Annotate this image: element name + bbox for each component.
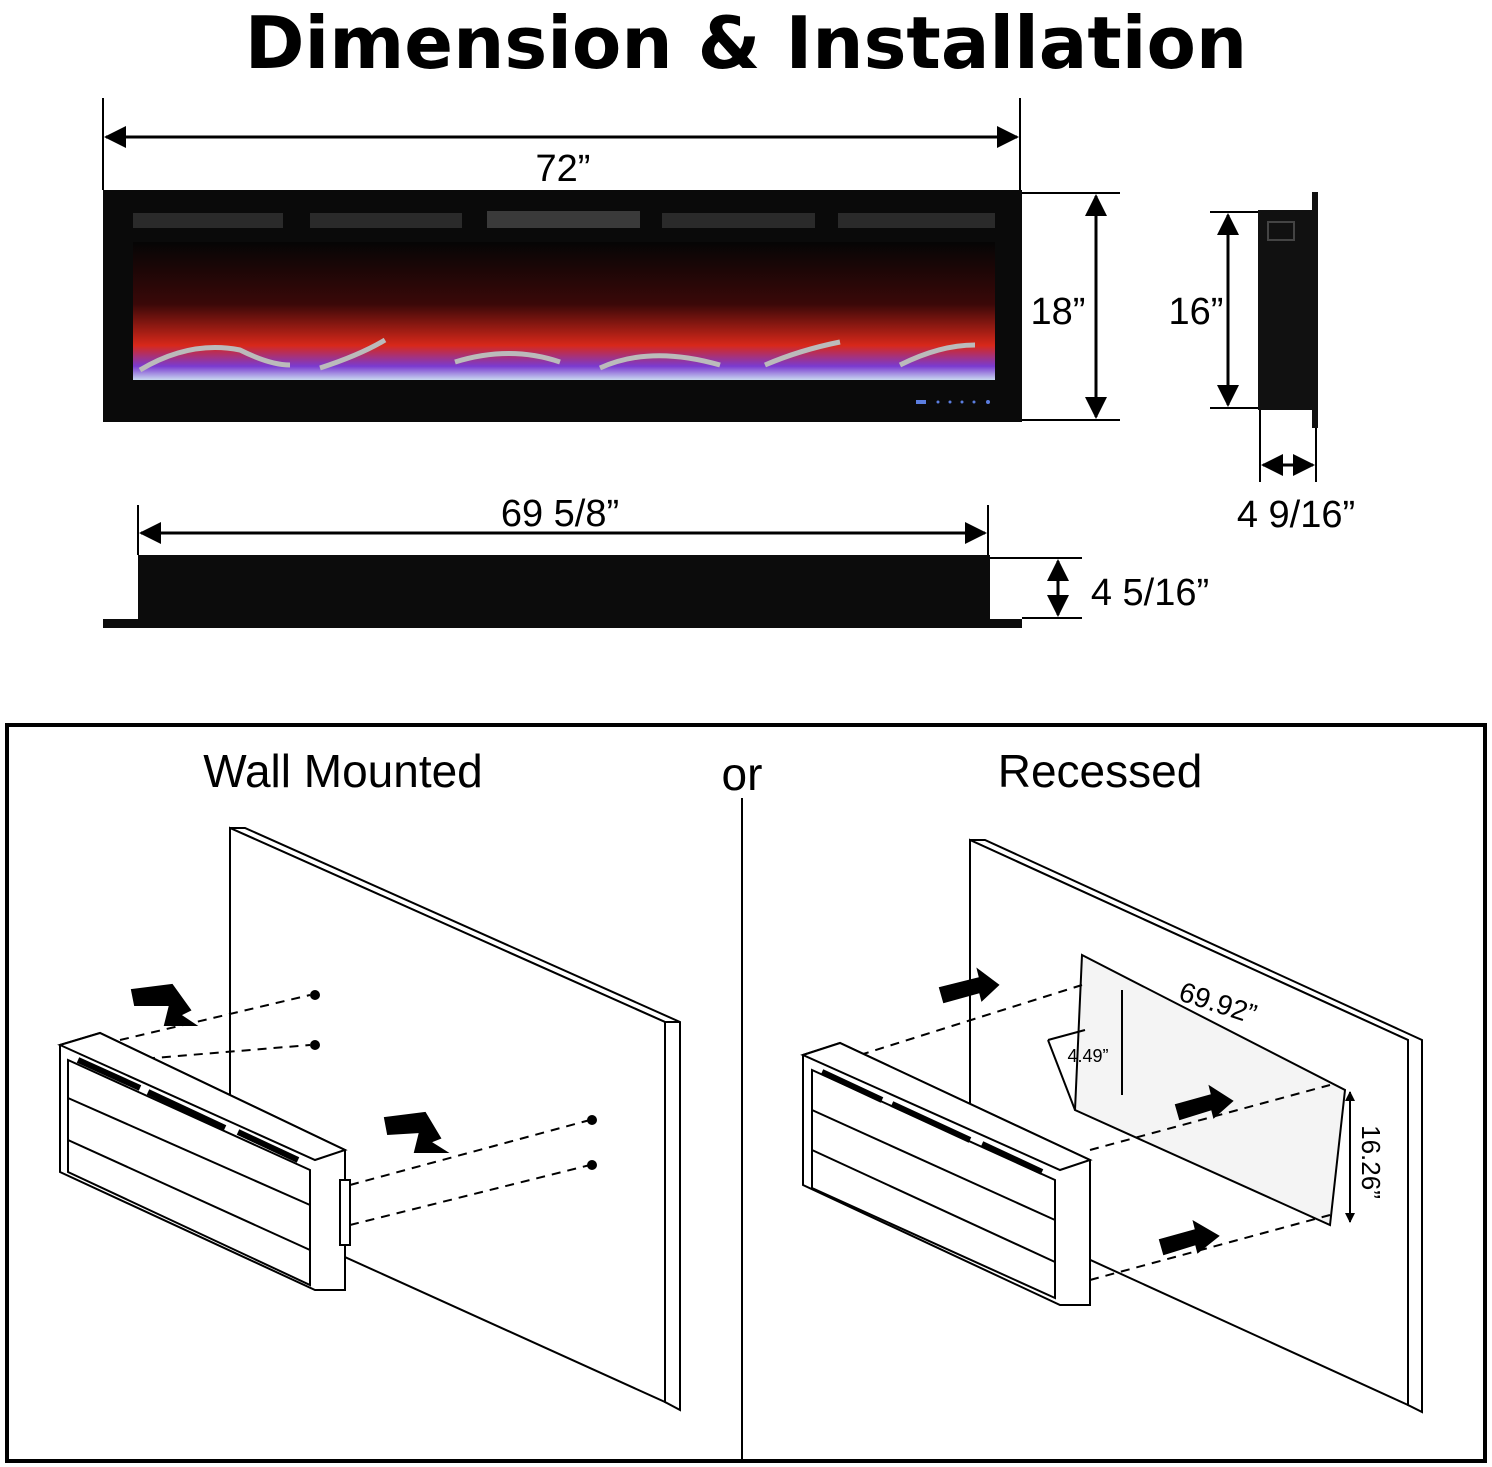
side-depth-label: 4 9/16” xyxy=(1237,494,1355,536)
recessed-drawing xyxy=(800,838,1423,1414)
arrow-icon xyxy=(1158,1219,1220,1256)
arrow-icon xyxy=(1174,1084,1234,1121)
front-view: 72” 18” xyxy=(102,98,1120,422)
top-width-label: 69 5/8” xyxy=(501,493,619,535)
control-panel xyxy=(916,400,990,404)
recess-height-label: 16.26” xyxy=(1356,1125,1386,1199)
front-height-label: 18” xyxy=(1031,291,1086,333)
installation-panel: Wall Mounted or Recessed xyxy=(5,723,1487,1463)
flame-window xyxy=(133,242,995,380)
recess-depth-label: 4.49” xyxy=(1067,1046,1108,1066)
side-height-label: 16” xyxy=(1169,291,1224,333)
arrow-icon xyxy=(130,983,199,1026)
side-view: 16” 4 9/16” xyxy=(1169,192,1355,536)
arrow-icon xyxy=(383,1111,450,1153)
recessed-label: Recessed xyxy=(998,745,1203,797)
vents xyxy=(133,211,995,228)
top-view: 69 5/8” 4 5/16” xyxy=(103,493,1209,628)
arrow-icon xyxy=(938,967,1000,1004)
logs xyxy=(138,337,976,373)
or-label: or xyxy=(722,748,763,800)
wall-mounted-drawing xyxy=(57,826,681,1412)
top-depth-label: 4 5/16” xyxy=(1091,572,1209,614)
front-width-label: 72” xyxy=(536,148,591,190)
page-title: Dimension & Installation xyxy=(245,1,1247,85)
wall-mounted-label: Wall Mounted xyxy=(203,745,483,797)
